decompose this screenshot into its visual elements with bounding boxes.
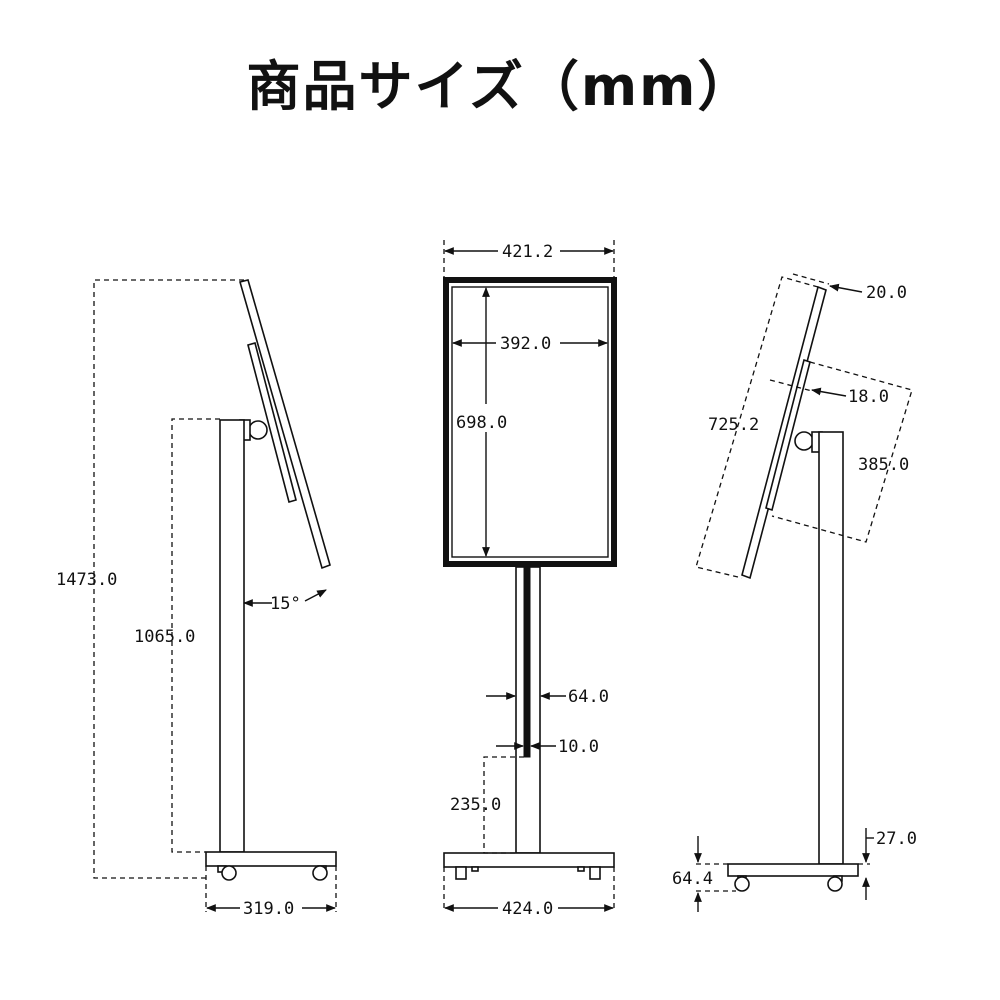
label-pole-slot-width: 10.0 [558, 737, 599, 757]
right-wheel-right [827, 876, 843, 892]
right-screen-back [765, 358, 811, 512]
label-pole-width: 64.0 [568, 687, 609, 707]
side-view-left: 1473.0 1065.0 15° 319.0 [56, 279, 337, 919]
side-pole [219, 419, 245, 853]
page-title: 商品サイズ（mm） [246, 55, 754, 118]
label-pole-height: 1065.0 [134, 627, 195, 647]
front-foot-right [589, 866, 601, 880]
label-panel-thickness: 20.0 [866, 283, 907, 303]
side-view-right: 725.2 20.0 18.0 385.0 27.0 64.4 [672, 273, 917, 912]
side-base [205, 851, 337, 867]
side-mount-joint [248, 420, 268, 440]
side-screen-back [247, 342, 297, 503]
front-pole-slot [523, 566, 531, 758]
label-mount-height: 385.0 [858, 455, 909, 475]
side-wheel-left [221, 865, 237, 881]
right-base [727, 863, 859, 877]
label-front-base-width: 424.0 [502, 899, 553, 919]
front-view: 421.2 392.0 698.0 64.0 10.0 235.0 424.0 [443, 240, 617, 919]
label-front-inner-width: 392.0 [500, 334, 551, 354]
front-base [443, 852, 615, 868]
label-total-height: 1473.0 [56, 570, 117, 590]
label-tilt-angle: 15° [270, 594, 301, 614]
side-screen-panel [239, 279, 331, 570]
label-pole-slot-height: 235.0 [450, 795, 501, 815]
front-screen-inner [451, 286, 609, 558]
dim-line-pole-height [171, 418, 220, 853]
front-foot-left [455, 866, 467, 880]
right-pole [818, 431, 844, 865]
label-base-height: 64.4 [672, 869, 713, 889]
label-base-thickness: 27.0 [876, 829, 917, 849]
label-front-outer-width: 421.2 [502, 242, 553, 262]
right-wheel-left [734, 876, 750, 892]
front-screen-frame [443, 277, 617, 567]
dim-line-total-height [93, 279, 244, 879]
label-panel-height: 725.2 [708, 415, 759, 435]
label-mount-offset: 18.0 [848, 387, 889, 407]
label-front-screen-height: 698.0 [456, 413, 507, 433]
side-wheel-right [312, 865, 328, 881]
right-mount-joint [794, 431, 814, 451]
label-side-base-depth: 319.0 [243, 899, 294, 919]
